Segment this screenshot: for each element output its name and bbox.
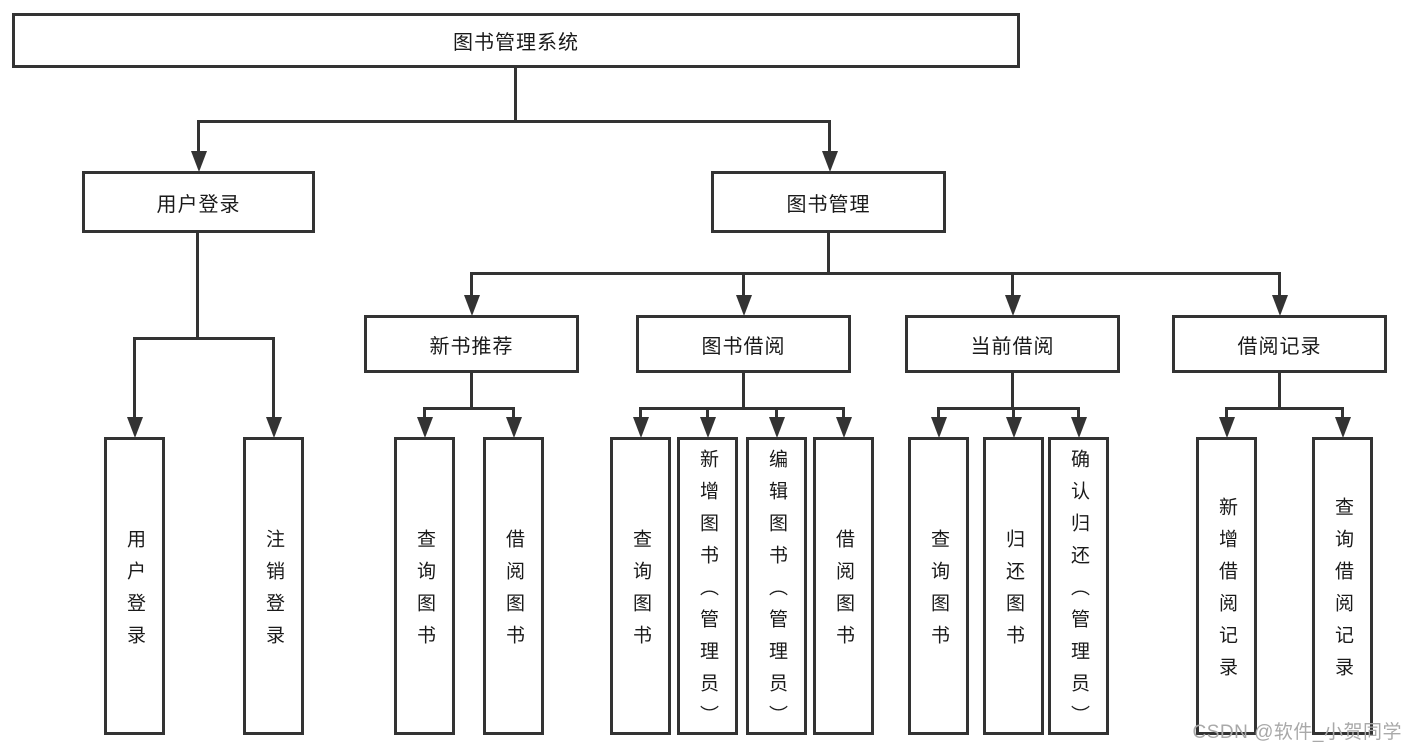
node-book-management: 图书管理 xyxy=(711,171,946,233)
arrow-down-icon xyxy=(1218,407,1235,438)
node-borrowing-records: 借阅记录 xyxy=(1172,315,1387,373)
node-label: 借阅记录 xyxy=(1237,335,1322,358)
arrow-down-icon xyxy=(1070,407,1087,438)
node-label: 图书管理系统 xyxy=(453,32,579,54)
node-label: 注销登录 xyxy=(263,528,284,657)
connector-recommend-stub xyxy=(470,373,473,409)
connector-current-branch xyxy=(937,407,1080,410)
leaf-borrow-books-recommend: 借阅图书 xyxy=(483,437,544,735)
arrow-down-icon xyxy=(190,120,207,172)
leaf-query-books-recommend: 查询图书 xyxy=(394,437,455,735)
arrow-down-icon xyxy=(930,407,947,438)
node-user-login: 用户登录 xyxy=(82,171,315,233)
arrow-down-icon xyxy=(821,120,838,172)
node-current-borrowing: 当前借阅 xyxy=(905,315,1120,373)
arrow-down-icon xyxy=(416,407,433,438)
node-book-borrowing: 图书借阅 xyxy=(636,315,851,373)
connector-recommend-branch xyxy=(423,407,515,410)
leaf-user-login: 用户登录 xyxy=(104,437,165,735)
node-label: 归还图书 xyxy=(1003,528,1024,657)
connector-current-stub xyxy=(1011,373,1014,409)
leaf-add-borrow-record: 新增借阅记录 xyxy=(1196,437,1257,735)
arrow-down-icon xyxy=(835,407,852,438)
node-label: 新增图书（管理员） xyxy=(697,448,718,737)
arrow-down-icon xyxy=(126,337,143,438)
node-label: 用户登录 xyxy=(156,193,241,216)
connector-level1-branch xyxy=(197,120,831,123)
node-label: 确认归还（管理员） xyxy=(1068,448,1089,737)
leaf-logout: 注销登录 xyxy=(243,437,304,735)
arrow-down-icon xyxy=(265,337,282,438)
leaf-return-books: 归还图书 xyxy=(983,437,1044,735)
arrow-down-icon xyxy=(505,407,522,438)
connector-records-branch xyxy=(1225,407,1344,410)
arrow-down-icon xyxy=(632,407,649,438)
node-label: 查询图书 xyxy=(928,528,949,657)
arrow-down-icon xyxy=(699,407,716,438)
node-new-book-recommend: 新书推荐 xyxy=(364,315,579,373)
leaf-edit-book-admin: 编辑图书（管理员） xyxy=(746,437,807,737)
node-label: 新增借阅记录 xyxy=(1216,496,1237,689)
node-label: 编辑图书（管理员） xyxy=(766,448,787,737)
connector-borrowing-branch xyxy=(639,407,845,410)
arrow-down-icon xyxy=(1005,407,1022,438)
arrow-down-icon xyxy=(768,407,785,438)
node-label: 查询图书 xyxy=(630,528,651,657)
connector-bookmgmt-stub xyxy=(827,233,830,274)
arrow-down-icon xyxy=(735,272,752,316)
connector-records-stub xyxy=(1278,373,1281,409)
arrow-down-icon xyxy=(1334,407,1351,438)
connector-userlogin-branch xyxy=(133,337,275,340)
node-label: 新书推荐 xyxy=(429,335,514,358)
node-label: 借阅图书 xyxy=(833,528,854,657)
arrow-down-icon xyxy=(463,272,480,316)
node-label: 图书借阅 xyxy=(701,335,786,358)
leaf-add-book-admin: 新增图书（管理员） xyxy=(677,437,738,737)
node-label: 用户登录 xyxy=(124,528,145,657)
connector-userlogin-stub xyxy=(196,233,199,339)
node-library-management-system: 图书管理系统 xyxy=(12,13,1020,68)
leaf-query-books-current: 查询图书 xyxy=(908,437,969,735)
node-label: 查询图书 xyxy=(414,528,435,657)
node-label: 查询借阅记录 xyxy=(1332,496,1353,689)
node-label: 图书管理 xyxy=(786,193,871,216)
csdn-watermark: CSDN @软件_小贺同学 xyxy=(1192,722,1402,743)
node-label: 当前借阅 xyxy=(970,335,1055,358)
node-label: 借阅图书 xyxy=(503,528,524,657)
connector-borrowing-stub xyxy=(742,373,745,409)
leaf-borrow-books: 借阅图书 xyxy=(813,437,874,735)
arrow-down-icon xyxy=(1004,272,1021,316)
leaf-query-books-borrowing: 查询图书 xyxy=(610,437,671,735)
leaf-query-borrow-record: 查询借阅记录 xyxy=(1312,437,1373,735)
connector-level2-branch xyxy=(470,272,1281,275)
connector-root-stub xyxy=(514,68,517,122)
arrow-down-icon xyxy=(1271,272,1288,316)
leaf-confirm-return-admin: 确认归还（管理员） xyxy=(1048,437,1109,737)
